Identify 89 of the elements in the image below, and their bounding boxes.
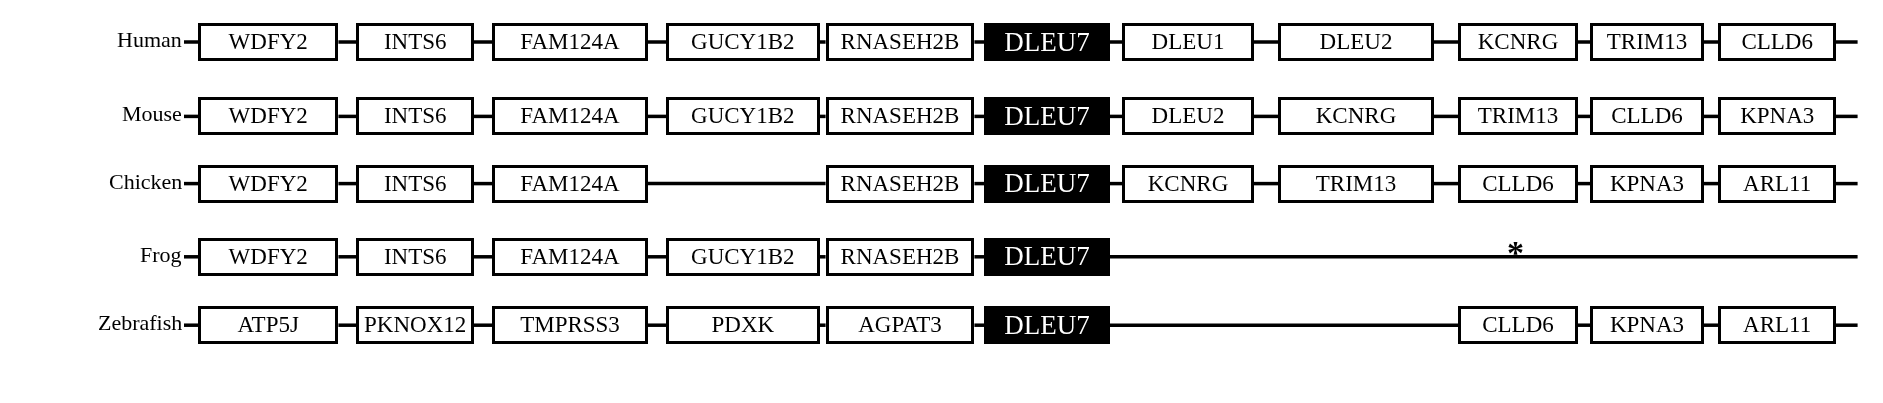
gene-box: FAM124A xyxy=(492,237,648,276)
gene-box: GUCY1B2 xyxy=(666,237,820,276)
connector-line xyxy=(338,40,357,44)
species-label: Human xyxy=(117,27,182,53)
gene-box: DLEU7 xyxy=(984,97,1110,136)
connector-line xyxy=(1578,323,1590,327)
gene-box: PKNOX12 xyxy=(356,306,474,345)
connector-line xyxy=(474,255,492,259)
species-label: Mouse xyxy=(122,101,182,128)
connector-line xyxy=(819,255,826,259)
connector-line xyxy=(1434,114,1458,119)
asterisk-mark: * xyxy=(1507,238,1524,268)
gene-box: CLLD6 xyxy=(1718,23,1836,61)
connector-line xyxy=(974,323,984,327)
gene-box: DLEU1 xyxy=(1122,23,1254,61)
species-label: Chicken xyxy=(109,168,183,195)
connector-line xyxy=(974,40,984,44)
connector-line xyxy=(1254,40,1278,44)
gene-box: KPNA3 xyxy=(1590,306,1704,345)
connector-line xyxy=(819,40,826,44)
connector-line xyxy=(1254,114,1278,119)
gene-box: CLLD6 xyxy=(1458,164,1578,203)
gene-box: FAM124A xyxy=(492,97,648,136)
gene-box: TRIM13 xyxy=(1590,23,1704,61)
gene-box: CLLD6 xyxy=(1590,97,1704,136)
connector-line xyxy=(1704,323,1719,327)
gene-box: WDFY2 xyxy=(198,97,339,136)
gene-box: DLEU2 xyxy=(1278,23,1434,61)
gene-box: GUCY1B2 xyxy=(666,23,820,61)
gene-box: GUCY1B2 xyxy=(666,97,820,136)
gene-box: DLEU7 xyxy=(984,306,1110,345)
connector-line xyxy=(1836,323,1858,327)
connector-line xyxy=(184,323,198,327)
gene-box: TRIM13 xyxy=(1278,164,1434,203)
connector-line xyxy=(338,323,357,327)
connector-line xyxy=(474,40,492,44)
gene-box: KCNRG xyxy=(1458,23,1578,61)
gene-box: RNASEH2B xyxy=(825,237,975,276)
connector-line xyxy=(1836,40,1858,44)
gene-box: DLEU7 xyxy=(984,237,1110,276)
gene-box: DLEU7 xyxy=(984,164,1110,203)
gene-box: INTS6 xyxy=(356,23,474,61)
connector-line xyxy=(1836,114,1858,119)
connector-line xyxy=(1578,40,1590,44)
gene-box: KCNRG xyxy=(1278,97,1434,136)
gene-box: WDFY2 xyxy=(198,237,339,276)
gene-box: INTS6 xyxy=(356,164,474,203)
connector-line xyxy=(184,255,198,259)
gene-box: TRIM13 xyxy=(1458,97,1578,136)
connector-line xyxy=(474,323,492,327)
connector-line xyxy=(648,323,666,327)
gene-box: FAM124A xyxy=(492,164,648,203)
gene-box: RNASEH2B xyxy=(825,164,975,203)
species-label: Frog xyxy=(140,241,182,268)
gene-box: INTS6 xyxy=(356,97,474,136)
gene-box: WDFY2 xyxy=(198,23,339,61)
gene-box: KCNRG xyxy=(1122,164,1254,203)
connector-line xyxy=(819,323,826,327)
species-label: Zebrafish xyxy=(98,310,183,337)
gene-box: TMPRSS3 xyxy=(492,306,648,345)
gene-box: DLEU2 xyxy=(1122,97,1254,136)
gene-box: CLLD6 xyxy=(1458,306,1578,345)
connector-line xyxy=(648,40,666,44)
gene-box: PDXK xyxy=(666,306,820,345)
gene-box: FAM124A xyxy=(492,23,648,61)
gene-box: KPNA3 xyxy=(1718,97,1836,136)
connector-line xyxy=(1836,181,1858,186)
connector-line xyxy=(648,181,826,186)
connector-line xyxy=(1434,40,1458,44)
gene-box: ATP5J xyxy=(198,306,339,345)
gene-box: ARL11 xyxy=(1718,306,1836,345)
connector-line xyxy=(974,255,984,259)
gene-box: RNASEH2B xyxy=(825,97,975,136)
connector-line xyxy=(1704,40,1719,44)
connector-line xyxy=(1434,181,1458,186)
gene-box: RNASEH2B xyxy=(825,23,975,61)
gene-box: KPNA3 xyxy=(1590,164,1704,203)
connector-line xyxy=(1110,40,1122,44)
connector-line xyxy=(1254,181,1278,186)
gene-box: DLEU7 xyxy=(984,23,1110,61)
connector-line xyxy=(1110,255,1858,259)
connector-line xyxy=(184,40,198,44)
gene-box: WDFY2 xyxy=(198,164,339,203)
connector-line xyxy=(1110,323,1458,327)
connector-line xyxy=(648,255,666,259)
gene-box: ARL11 xyxy=(1718,164,1836,203)
gene-box: AGPAT3 xyxy=(825,306,975,345)
connector-line xyxy=(338,255,357,259)
gene-box: INTS6 xyxy=(356,237,474,276)
